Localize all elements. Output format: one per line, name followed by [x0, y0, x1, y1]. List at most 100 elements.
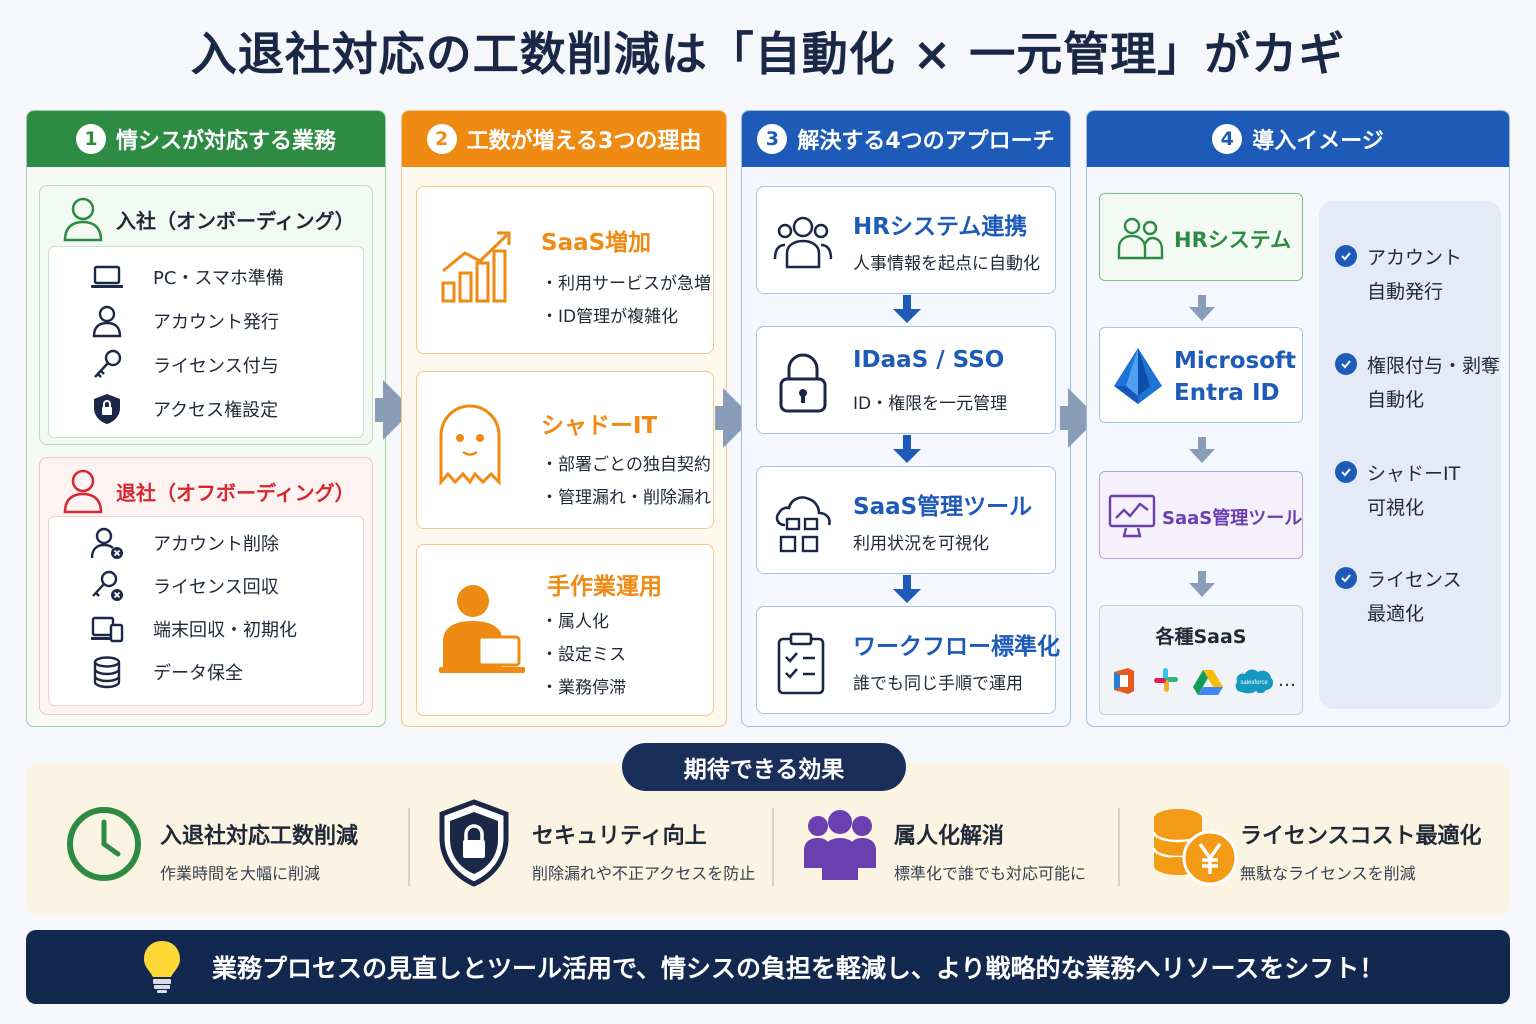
check-text: アカウント 自動発行 [1367, 247, 1463, 303]
onboarding-section: 入社（オンボーディング） PC・スマホ準備 アカウント発行 ライセンス付与 アク… [39, 185, 373, 445]
divider [772, 808, 774, 886]
check-item: シャドーIT 可視化 [1335, 457, 1460, 525]
salesforce-wordmark: salesforce [1240, 680, 1268, 686]
column-header: 3 解決する4つのアプローチ [742, 111, 1070, 167]
effect-sub: 無駄なライセンスを削減 [1240, 864, 1416, 883]
key-icon [94, 349, 122, 378]
step-number: 3 [757, 124, 788, 154]
reason-card: 手作業運用 ・属人化 ・設定ミス ・業務停滞 [416, 544, 714, 716]
cloud-apps-icon [775, 496, 831, 553]
column-heading: 情シスが対応する業務 [115, 129, 336, 154]
offboarding-section: 退社（オフボーディング） アカウント削除 ライセンス回収 端末回収・初期化 デー… [39, 457, 373, 715]
column-implementation: 4 導入イメージ HRシステム Microsoft Entra ID SaaS管… [1086, 110, 1510, 727]
column-heading: 解決する4つのアプローチ [797, 129, 1055, 154]
effect-title: 属人化解消 [894, 824, 1005, 849]
list-item: ライセンス付与 [89, 347, 279, 383]
list-item: ライセンス回収 [89, 568, 279, 604]
more-saas: … [1278, 670, 1296, 691]
reason-bullet: ・利用サービスが急増 [541, 274, 711, 294]
database-icon [93, 656, 121, 689]
reason-bullet: ・業務停滞 [541, 678, 626, 698]
shield-lock-icon [439, 799, 509, 887]
list-item: データ保全 [89, 654, 243, 690]
office-logo-icon [1114, 668, 1134, 694]
effect-title: セキュリティ向上 [532, 824, 707, 849]
column-tasks: 1 情シスが対応する業務 入社（オンボーディング） PC・スマホ準備 アカウント… [26, 110, 386, 727]
google-drive-logo-icon [1193, 670, 1223, 695]
divider [1118, 808, 1120, 886]
reason-card: SaaS増加 ・利用サービスが急増 ・ID管理が複雑化 [416, 186, 714, 354]
column-heading: 工数が増える3つの理由 [466, 129, 702, 154]
check-item: 権限付与・剥奪 自動化 [1335, 349, 1500, 417]
reason-bullet: ・部署ごとの独自契約 [541, 455, 711, 475]
approach-card: HRシステム連携 人事情報を起点に自動化 [756, 186, 1056, 294]
person-icon [63, 469, 103, 514]
hr-label: HRシステム [1174, 228, 1292, 252]
people-icon [1117, 217, 1164, 260]
page-title: 入退社対応の工数削減は「自動化 × 一元管理」がカギ [190, 27, 1346, 81]
reason-title: 手作業運用 [547, 574, 662, 600]
item-label: ライセンス付与 [153, 356, 279, 377]
check-text: 権限付与・剥奪 自動化 [1367, 355, 1501, 411]
arrow-down-icon [1189, 571, 1215, 597]
item-label: PC・スマホ準備 [153, 268, 284, 289]
onboarding-title: 入社（オンボーディング） [116, 208, 355, 233]
arrow-down-icon [1189, 437, 1215, 463]
item-label: 端末回収・初期化 [153, 620, 297, 641]
benefit-checklist: アカウント 自動発行 権限付与・剥奪 自動化 シャドーIT 可視化 ライセンス … [1319, 201, 1501, 709]
column-header: 1 情シスが対応する業務 [27, 111, 385, 167]
arrow-down-icon [893, 295, 921, 323]
column-approaches: 3 解決する4つのアプローチ HRシステム連携 人事情報を起点に自動化 IDaa… [741, 110, 1071, 727]
list-item: アカウント発行 [89, 303, 279, 339]
ghost-icon [439, 404, 501, 486]
salesforce-logo-icon: salesforce [1235, 669, 1274, 694]
approach-sub: 利用状況を可視化 [853, 534, 989, 554]
effect-sub: 作業時間を大幅に削減 [160, 864, 321, 883]
entra-id-node: Microsoft Entra ID [1099, 327, 1303, 423]
list-item: PC・スマホ準備 [89, 259, 284, 295]
laptop-icon [91, 265, 123, 288]
group-icon [804, 810, 876, 880]
onboarding-list: PC・スマホ準備 アカウント発行 ライセンス付与 アクセス権設定 [48, 246, 364, 438]
effect-title: ライセンスコスト最適化 [1240, 824, 1482, 849]
reason-bullet: ・設定ミス [541, 645, 626, 665]
item-label: アクセス権設定 [153, 400, 279, 421]
checklist-icon [777, 632, 825, 695]
item-label: ライセンス回収 [153, 577, 279, 598]
various-saas-node: 各種SaaS salesforce … [1099, 605, 1303, 715]
arrow-down-icon [893, 575, 921, 603]
approach-title: SaaS管理ツール [853, 494, 1033, 520]
step-number: 2 [426, 124, 457, 154]
hr-system-node: HRシステム [1099, 193, 1303, 281]
arrow-down-icon [1189, 295, 1215, 321]
saas-tool-label: SaaS管理ツール [1162, 508, 1303, 529]
saas-tool-node: SaaS管理ツール [1099, 471, 1303, 559]
approach-sub: ID・権限を一元管理 [853, 394, 1008, 414]
entra-line1: Microsoft [1174, 348, 1297, 374]
list-item: 端末回収・初期化 [89, 611, 297, 647]
check-icon [1335, 245, 1357, 267]
check-item: ライセンス 最適化 [1335, 563, 1462, 631]
approach-title: ワークフロー標準化 [853, 634, 1060, 660]
approach-card: IDaaS / SSO ID・権限を一元管理 [756, 326, 1056, 434]
check-text: ライセンス 最適化 [1367, 569, 1462, 625]
effect-sub: 削除漏れや不正アクセスを防止 [532, 864, 756, 883]
various-saas-label: 各種SaaS [1155, 626, 1247, 648]
slack-logo-icon [1154, 668, 1178, 692]
reason-bullet: ・管理漏れ・削除漏れ [541, 488, 711, 508]
user-remove-icon [90, 527, 123, 559]
check-item: アカウント 自動発行 [1335, 241, 1462, 309]
person-laptop-icon [439, 585, 525, 673]
offboarding-list: アカウント削除 ライセンス回収 端末回収・初期化 データ保全 [48, 516, 364, 706]
shield-lock-icon [94, 394, 120, 424]
reason-bullet: ・ID管理が複雑化 [541, 307, 679, 327]
column-header: 4 導入イメージ [1087, 111, 1509, 167]
summary-banner: 業務プロセスの見直しとツール活用で、情シスの負担を軽減し、より戦略的な業務へリソ… [26, 930, 1510, 1004]
growth-chart-icon [441, 231, 511, 303]
step-number: 4 [1212, 124, 1243, 154]
hr-people-icon [773, 216, 833, 269]
approach-title: IDaaS / SSO [853, 347, 1005, 373]
user-icon [92, 305, 122, 338]
column-header: 2 工数が増える3つの理由 [402, 111, 726, 167]
check-icon [1335, 461, 1357, 483]
